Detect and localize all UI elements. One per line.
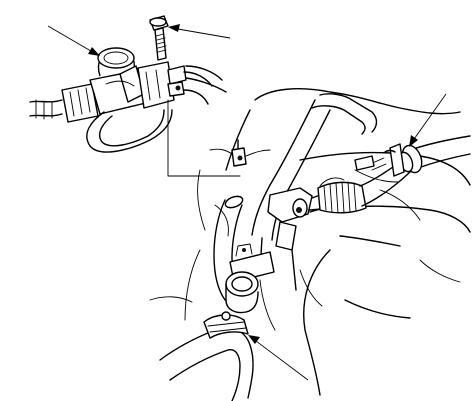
upper-coolant-pipe bbox=[251, 93, 378, 241]
lower-radiator-hose bbox=[159, 311, 254, 401]
callout-hose-clamp-bottom bbox=[248, 335, 309, 381]
solenoid-valve-assembly bbox=[29, 47, 241, 177]
callout-mounting-bolt bbox=[168, 24, 231, 39]
callout-solenoid-valve bbox=[47, 25, 100, 56]
lower-pipe-fitting bbox=[225, 243, 275, 314]
callout-hose-clamp-right bbox=[409, 93, 447, 147]
vacuum-fitting bbox=[209, 139, 271, 167]
mounting-bolt bbox=[149, 15, 169, 61]
engine-block-outline bbox=[149, 88, 471, 396]
corrugated-hose bbox=[317, 181, 367, 214]
right-hose bbox=[354, 135, 471, 207]
hose-junction bbox=[259, 177, 363, 291]
